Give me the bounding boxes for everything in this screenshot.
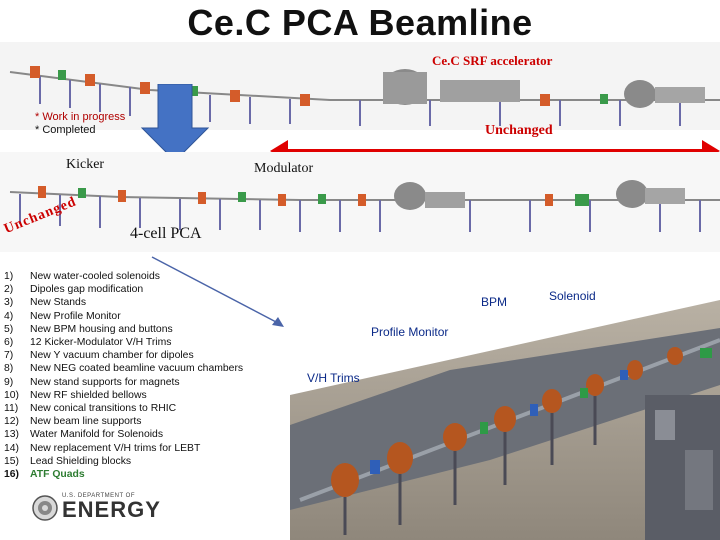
list-item: 9)New stand supports for magnets [4, 376, 180, 388]
modulator-label: Modulator [254, 161, 314, 176]
doe-small-text: U.S. DEPARTMENT OF [62, 493, 136, 499]
doe-big-text: ENERGY [62, 497, 161, 522]
solenoid-label: Solenoid [549, 289, 596, 303]
page-title: Ce.C PCA Beamline [187, 2, 533, 43]
kicker-label: Kicker [66, 157, 105, 172]
doe-seal-icon [32, 495, 58, 521]
srf-accelerator-diagram [0, 42, 720, 130]
list-item: 10)New RF shielded bellows [4, 389, 147, 401]
list-item: 16)ATF Quads [4, 469, 85, 481]
profile-monitor-label: Profile Monitor [371, 325, 449, 339]
down-arrow-icon [140, 84, 210, 162]
beamline-photo [290, 300, 720, 540]
list-item: 14)New replacement V/H trims for LEBT [4, 442, 201, 454]
pca-label: 4-cell PCA [130, 225, 202, 242]
list-item: 13)Water Manifold for Solenoids [4, 429, 164, 441]
list-item: 7)New Y vacuum chamber for dipoles [4, 350, 194, 362]
pca-beamline-diagram [0, 152, 720, 252]
list-item: 4)New Profile Monitor [4, 310, 121, 322]
list-item: 3)New Stands [4, 297, 87, 309]
list-item: 15)Lead Shielding blocks [4, 455, 132, 467]
bpm-label: BPM [481, 295, 508, 309]
legend-completed: * Completed [35, 124, 96, 136]
legend-work-in-progress: * Work in progress [35, 111, 126, 123]
list-item: 5)New BPM housing and buttons [4, 323, 173, 335]
list-item: 2)Dipoles gap modification [4, 284, 144, 296]
list-item: 8)New NEG coated beamline vacuum chamber… [4, 363, 244, 375]
changes-list: 1)New water-cooled solenoids 2)Dipoles g… [4, 270, 243, 481]
srf-accelerator-label: Ce.C SRF accelerator [432, 53, 553, 68]
list-item: 6)12 Kicker-Modulator V/H Trims [4, 337, 172, 349]
pointer-arrow-icon [151, 256, 284, 327]
vh-trims-label: V/H Trims [307, 371, 360, 385]
list-item: 11)New conical transitions to RHIC [4, 403, 177, 415]
unchanged-label: Unchanged [485, 123, 553, 138]
list-item: 1)New water-cooled solenoids [4, 271, 160, 282]
list-item: 12)New beam line supports [4, 416, 142, 428]
